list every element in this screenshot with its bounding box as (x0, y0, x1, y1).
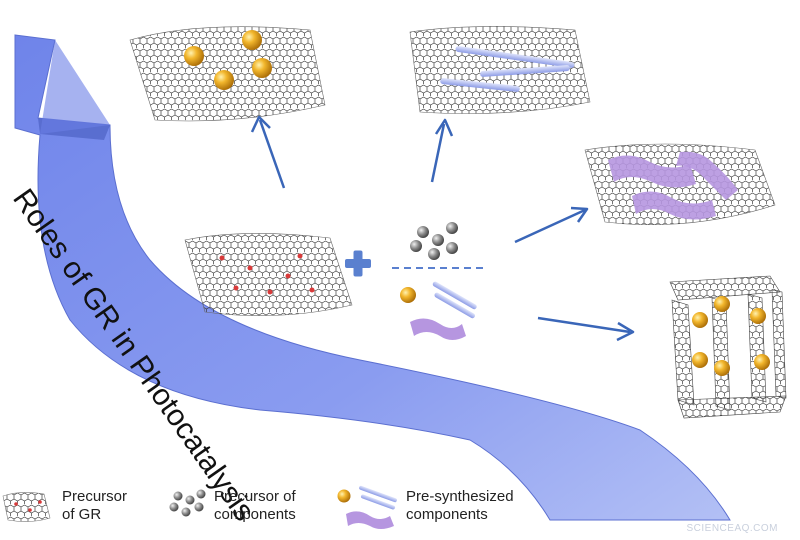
nanoparticle (692, 312, 708, 328)
nanoparticle (242, 30, 262, 50)
precursor-ball (432, 234, 444, 246)
flow-arrow (250, 115, 286, 189)
nanosheet (608, 155, 696, 188)
nanowire (434, 292, 476, 319)
defect-marker (233, 285, 239, 291)
nanowire (432, 281, 477, 310)
nanowire (455, 46, 575, 68)
nanoparticle (754, 354, 770, 370)
defect-marker (309, 287, 315, 293)
legend-graphene-precursor-label: Precursor of GR (62, 488, 128, 523)
nanosheet (410, 318, 466, 340)
defect-marker (285, 273, 291, 279)
defect-marker (247, 265, 253, 271)
graphene-precursor-sheet (184, 233, 353, 316)
presynthesized-components (400, 281, 477, 340)
legend-graphene-precursor-icon (2, 492, 51, 522)
legend-component-precursor-icon (169, 489, 206, 517)
legend-component-precursor-label: Precursor of components (214, 488, 296, 523)
graphene-3d-framework (669, 275, 787, 419)
precursor-ball (428, 248, 440, 260)
graphene-sheet-nanoparticles (129, 26, 326, 122)
main-roles-arrow (14, 34, 731, 521)
nanoparticle (400, 287, 416, 303)
graphene-sheet-nanosheets (584, 143, 776, 225)
legend-presynthesized-label: Pre-synthesized components (406, 488, 514, 523)
nanosheet (632, 191, 716, 220)
flow-arrow (430, 118, 454, 183)
graphene-sheet-nanowires (409, 26, 591, 114)
plus-icon (345, 250, 371, 277)
precursor-ball (446, 222, 458, 234)
nanoparticle (214, 70, 234, 90)
legend-presynthesized-icon (337, 485, 397, 529)
defect-marker (267, 289, 273, 295)
precursor-ball (446, 242, 458, 254)
nanowire (480, 65, 570, 77)
precursor-ball (417, 226, 429, 238)
nanoparticle (714, 296, 730, 312)
nanoparticle (184, 46, 204, 66)
nanoparticle (692, 352, 708, 368)
nanoparticle (750, 308, 766, 324)
defect-marker (219, 255, 225, 261)
flow-arrow (514, 206, 589, 244)
nanosheet (676, 151, 738, 200)
component-precursor-balls (410, 222, 458, 260)
watermark: SCIENCEAQ.COM (686, 523, 778, 534)
nanowire (440, 78, 520, 92)
flow-arrow (537, 316, 635, 342)
nanoparticle (714, 360, 730, 376)
defect-marker (297, 253, 303, 259)
nanoparticle (252, 58, 272, 78)
precursor-ball (410, 240, 422, 252)
